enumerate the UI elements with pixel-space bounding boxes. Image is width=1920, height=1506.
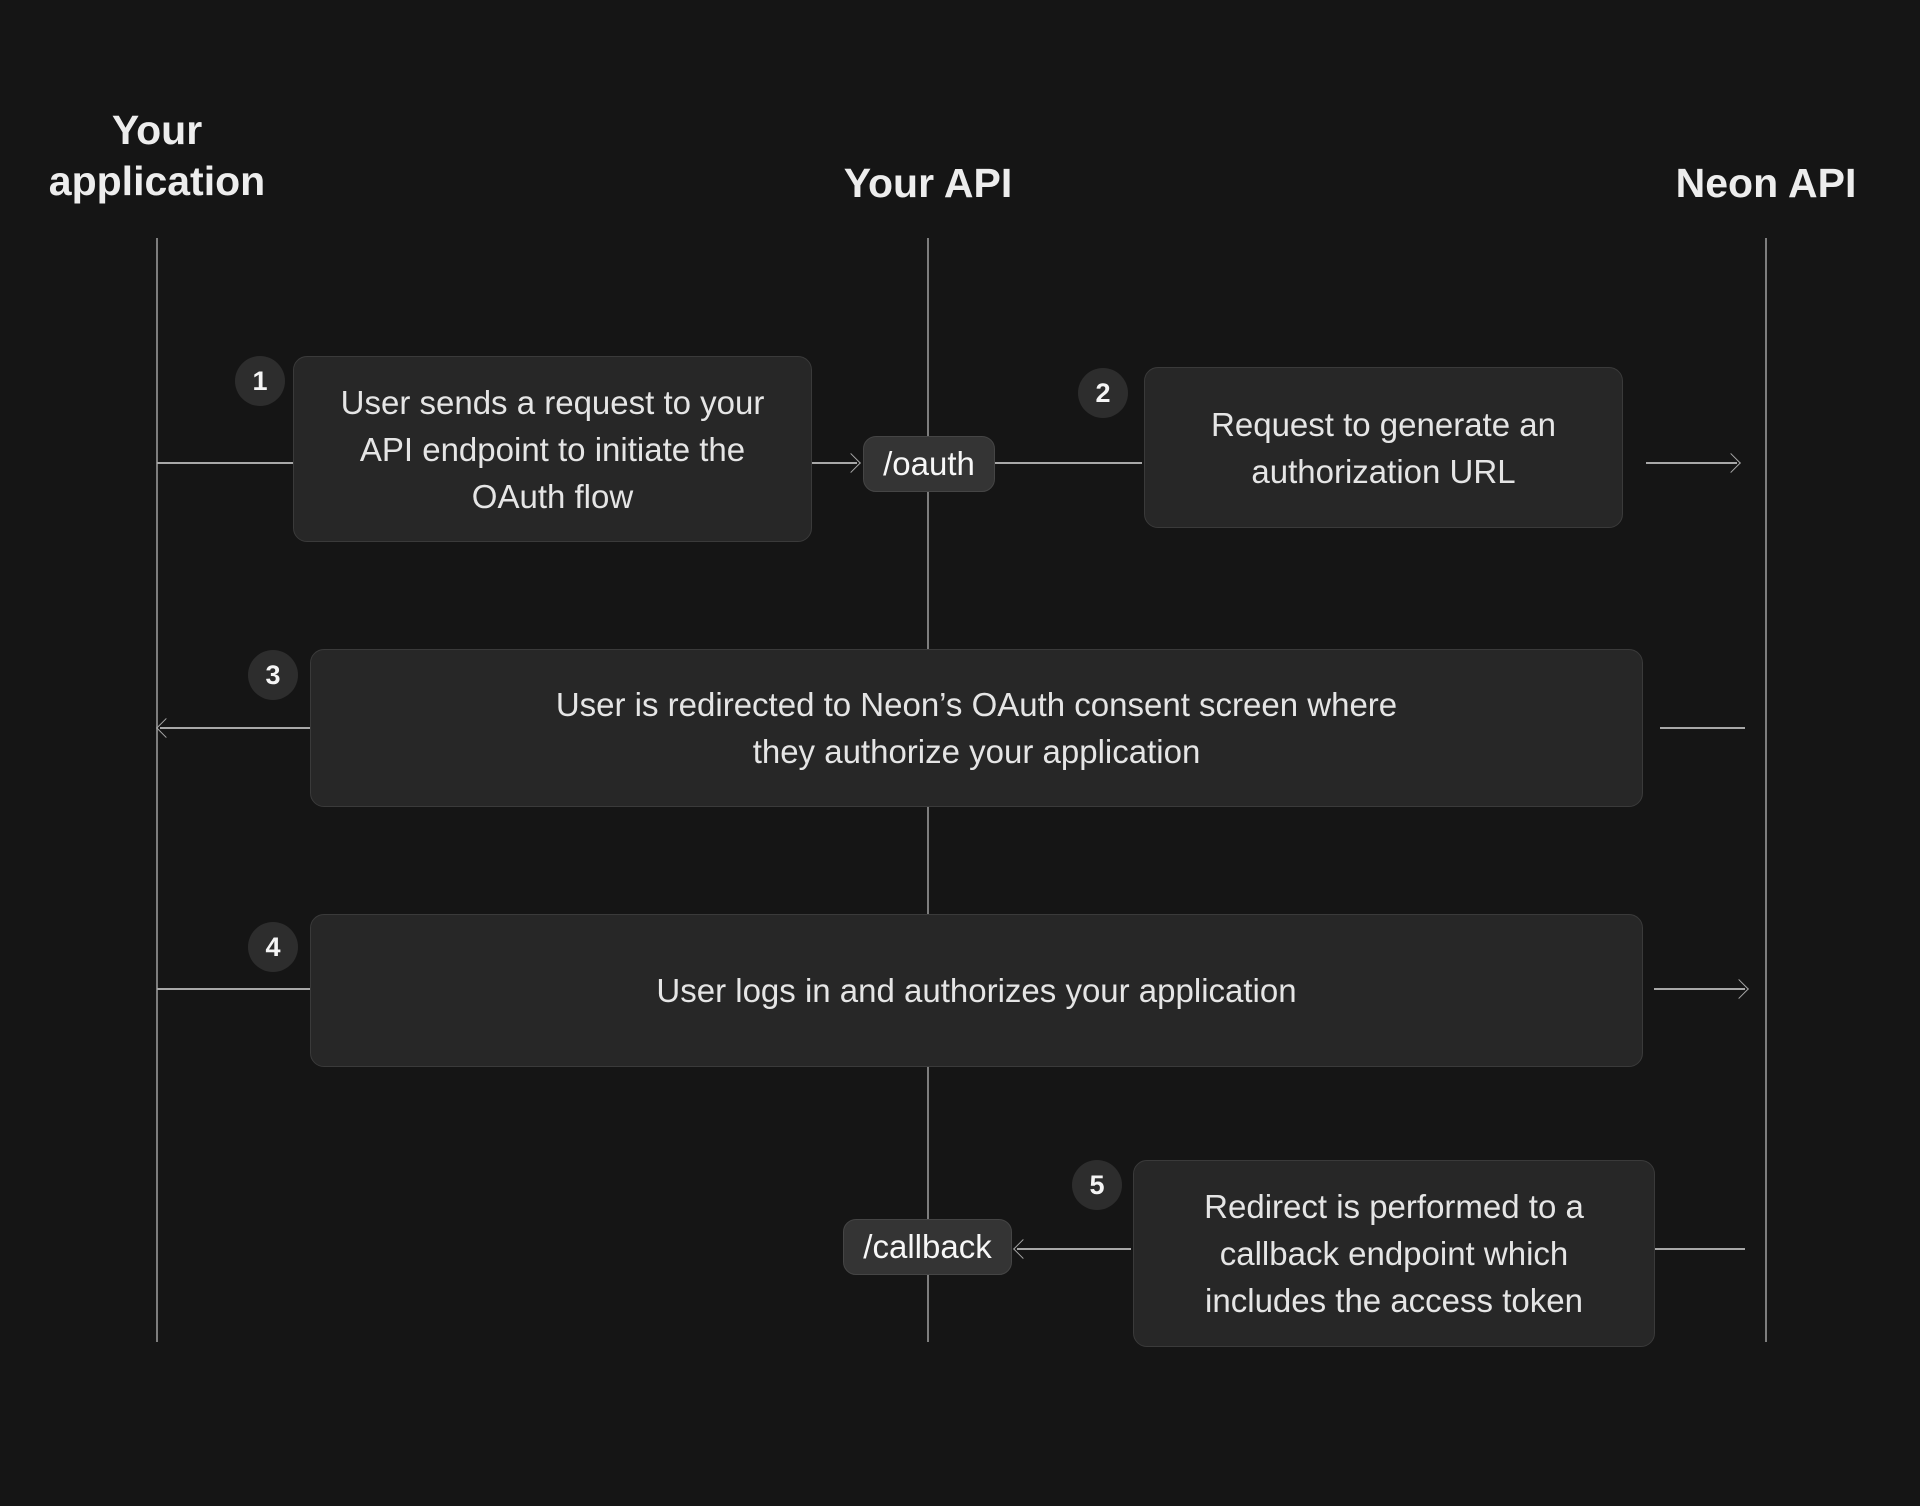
arrowhead-left-icon <box>156 717 176 738</box>
step-5-number-badge: 5 <box>1072 1160 1122 1210</box>
line-app-to-step4 <box>157 988 310 990</box>
lifeline-neon-api <box>1765 238 1767 1342</box>
step-4-text: User logs in and authorizes your applica… <box>656 972 1297 1009</box>
arrowhead-right-icon <box>1721 452 1741 473</box>
lane-label-your-api: Your API <box>843 160 1013 206</box>
lane-label-your-application: Your application <box>48 107 266 204</box>
step-4-number-badge: 4 <box>248 922 298 972</box>
step-1-box: User sends a request to your API endpoin… <box>293 356 812 542</box>
step-3-box: User is redirected to Neon’s OAuth conse… <box>310 649 1643 807</box>
arrow-step4-to-neon <box>1654 978 1749 999</box>
lifeline-your-application <box>156 238 158 1342</box>
step-5-box: Redirect is performed to a callback endp… <box>1133 1160 1655 1347</box>
step-4-box: User logs in and authorizes your applica… <box>310 914 1643 1067</box>
step-1-text: User sends a request to your API endpoin… <box>340 383 765 515</box>
step-5-text: Redirect is performed to a callback endp… <box>1204 1188 1584 1319</box>
step-2-number-badge: 2 <box>1078 368 1128 418</box>
arrowhead-right-icon <box>841 452 861 473</box>
line-neon-to-step5 <box>1655 1248 1745 1250</box>
arrowhead-left-icon <box>1013 1238 1033 1259</box>
step-2-box: Request to generate an authorization URL <box>1144 367 1623 528</box>
step-1-number-badge: 1 <box>235 356 285 406</box>
lane-label-neon-api: Neon API <box>1675 160 1857 206</box>
arrow-step5-to-callback <box>1013 1238 1131 1259</box>
endpoint-badge-callback: /callback <box>843 1219 1012 1275</box>
line-oauth-to-step2 <box>995 462 1142 464</box>
arrow-step2-to-neon <box>1646 452 1741 473</box>
step-3-number-badge: 3 <box>248 650 298 700</box>
arrowhead-right-icon <box>1729 978 1749 999</box>
step-2-text: Request to generate an authorization URL <box>1211 405 1556 490</box>
line-neon-to-step3 <box>1660 727 1745 729</box>
endpoint-badge-oauth: /oauth <box>863 436 995 492</box>
step-3-text: User is redirected to Neon’s OAuth conse… <box>555 686 1398 770</box>
arrow-step3-to-app <box>156 717 310 738</box>
